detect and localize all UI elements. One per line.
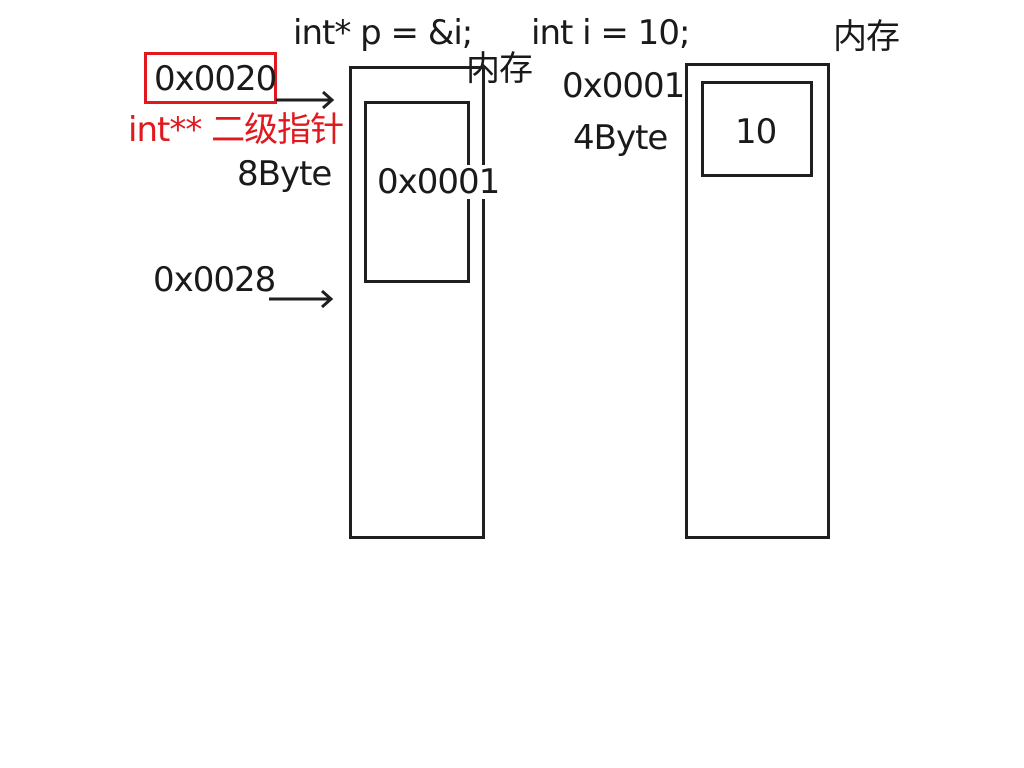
- size-label-8byte: 8Byte: [237, 154, 332, 194]
- int-cell-value: 10: [735, 112, 777, 152]
- decl-int: int i = 10;: [531, 13, 690, 53]
- memory-label-left: 内存: [466, 49, 533, 89]
- memory-block-right: [685, 63, 830, 539]
- int-cell: [701, 81, 813, 177]
- right-arrow-icon: [269, 289, 334, 309]
- addr-0x0028: 0x0028: [153, 260, 276, 300]
- memory-block-left: [349, 66, 485, 539]
- right-arrow-icon: [276, 90, 335, 110]
- addr-0x0020: 0x0020: [154, 59, 277, 99]
- decl-pointer: int* p = &i;: [293, 13, 473, 53]
- pointer-type-label: int** 二级指针: [128, 110, 344, 150]
- pointer-cell-value: 0x0001: [377, 162, 502, 202]
- addr-0x0001: 0x0001: [562, 66, 685, 106]
- size-label-4byte: 4Byte: [573, 118, 668, 158]
- memory-label-right: 内存: [833, 17, 900, 57]
- highlight-box: [144, 52, 277, 104]
